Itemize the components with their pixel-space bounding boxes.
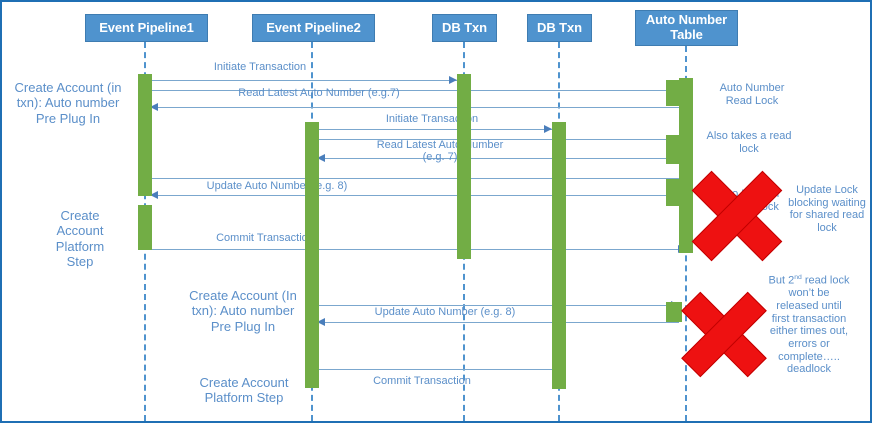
message-line-update-auto-number-2-out (317, 305, 679, 306)
arrowhead-read-auto-number-1-in (150, 103, 158, 111)
message-label-update-auto-number-2-in: Update Auto Number (e.g. 8) (374, 306, 516, 318)
message-line-read-auto-number-2-in (317, 158, 679, 159)
message-label-initiate-transaction-2: Initiate Transaction (385, 113, 479, 125)
actor-box-db2[interactable]: DB Txn (527, 14, 592, 42)
actor-box-ant[interactable]: Auto Number Table (635, 10, 738, 46)
activation-bar-ant-update-lock (666, 179, 682, 206)
activation-bar-db2-txn (552, 122, 566, 389)
activation-bar-ant-main (679, 78, 693, 253)
actor-label-db1: DB Txn (442, 19, 487, 35)
activation-bar-db1-txn (457, 74, 471, 259)
message-label-update-auto-number-1-in: Update Auto Number (e.g. 8) (206, 180, 348, 192)
note-also-takes-read-lock: Also takes a read lock (706, 130, 792, 155)
message-line-initiate-transaction-1 (150, 80, 457, 81)
activation-bar-ant-read-lock1 (666, 80, 682, 106)
message-line-read-auto-number-2-out (317, 139, 679, 140)
error-x-deadlock (677, 287, 769, 379)
activation-bar-ep2-txn (305, 122, 319, 364)
phase-create-account-txn-1: Create Account (in txn): Auto number Pre… (14, 80, 122, 126)
activation-bar-ep1-txn1 (138, 74, 152, 196)
activation-bar-ep1-platform (138, 205, 152, 250)
activation-bar-ep2-platform (305, 343, 319, 388)
message-line-update-auto-number-1-out (150, 178, 679, 179)
actor-box-ep1[interactable]: Event Pipeline1 (85, 14, 208, 42)
actor-box-db1[interactable]: DB Txn (432, 14, 497, 42)
message-line-read-auto-number-1-in (150, 107, 679, 108)
message-label-commit-transaction-2: Commit Transaction (373, 375, 471, 387)
actor-box-ep2[interactable]: Event Pipeline2 (252, 14, 375, 42)
phase-create-account-step-1: Create Account Platform Step (55, 208, 105, 269)
arrowhead-update-auto-number-2-in (317, 318, 325, 326)
message-label-initiate-transaction-1: Initiate Transaction (213, 61, 307, 73)
phase-create-account-txn-2: Create Account (In txn): Auto number Pre… (189, 288, 297, 334)
arrowhead-update-auto-number-1-in (150, 191, 158, 199)
message-line-initiate-transaction-2 (317, 129, 552, 130)
message-label-commit-transaction-1: Commit Transaction (216, 232, 314, 244)
actor-label-ep2: Event Pipeline2 (266, 19, 361, 35)
message-line-commit-transaction-2 (317, 369, 564, 370)
phase-create-account-step-2: Create Account Platform Step (199, 375, 289, 406)
message-line-update-auto-number-2-in (317, 322, 679, 323)
activation-bar-ant-read-lock2 (666, 135, 682, 164)
message-line-update-auto-number-1-in (150, 195, 679, 196)
error-x-update-lock-blocked (687, 166, 785, 264)
activation-bar-ant-second (666, 302, 682, 322)
message-line-read-auto-number-1-out (150, 90, 679, 91)
actor-label-ant: Auto Number Table (645, 12, 728, 42)
actor-label-db2: DB Txn (537, 19, 582, 35)
actor-label-ep1: Event Pipeline1 (99, 19, 194, 35)
arrowhead-read-auto-number-2-in (317, 154, 325, 162)
message-line-commit-transaction-1 (150, 249, 686, 250)
arrowhead-initiate-transaction-1 (449, 76, 457, 84)
note-auto-number-read-lock: Auto Number Read Lock (719, 82, 785, 107)
message-label-read-auto-number-2-in: Read Latest Auto Number (e.g. 7) (376, 139, 504, 163)
note-update-lock-blocking: Update Lock blocking waiting for shared … (788, 184, 866, 234)
arrowhead-initiate-transaction-2 (544, 125, 552, 133)
